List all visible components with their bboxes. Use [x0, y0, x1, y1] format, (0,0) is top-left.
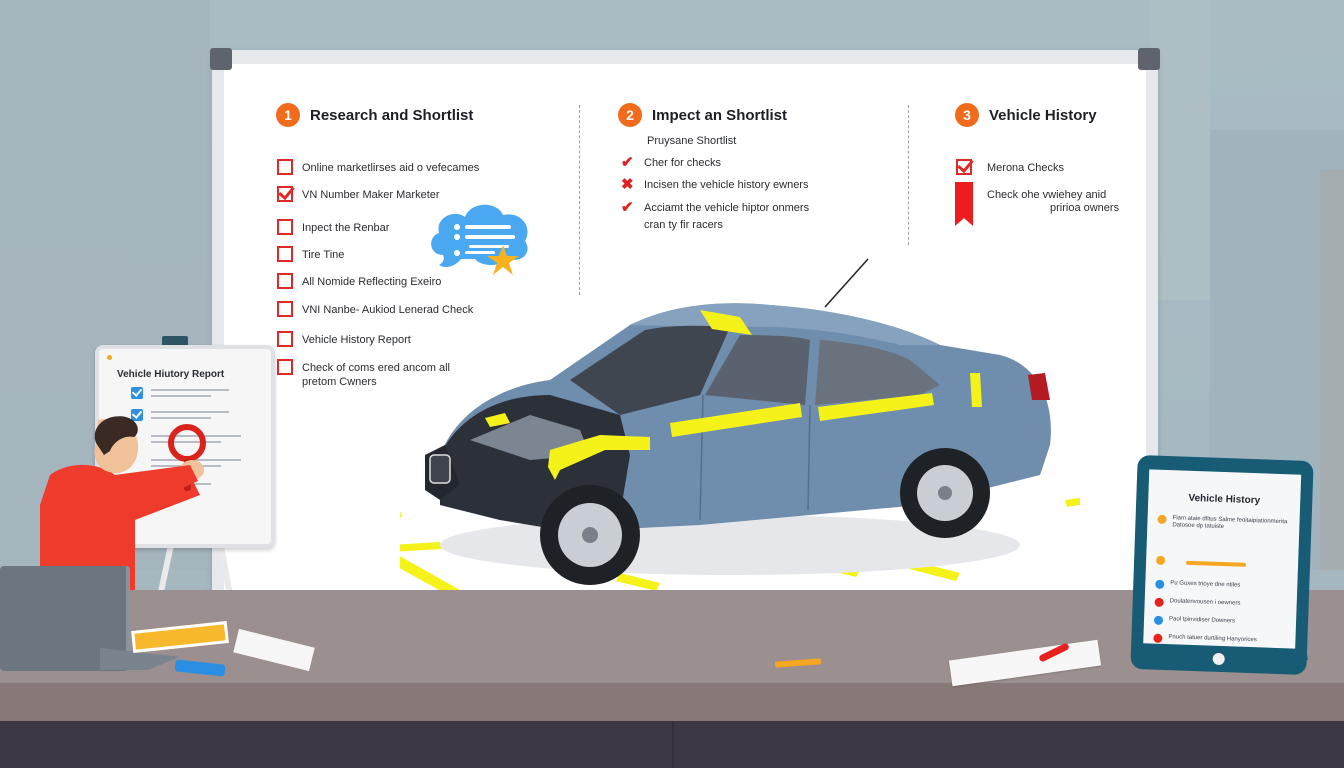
checkbox-empty-icon[interactable] [277, 246, 293, 262]
checklist-label: Inpect the Renbar [302, 222, 390, 234]
checklist-item[interactable]: Vehicle History Report [277, 331, 411, 347]
checklist-label: Vehicle History Report [302, 334, 411, 346]
tablet-item-text: Doulatenvousen i oewners [1169, 598, 1241, 607]
gear-icon [1157, 514, 1167, 525]
checklist-label: Tire Tine [302, 249, 345, 261]
checklist-label: cran ty fir racers [644, 219, 723, 231]
checkbox-empty-icon[interactable] [277, 301, 293, 317]
info-icon [1153, 615, 1164, 625]
checklist-item: ✔ Cher for checks [621, 154, 722, 171]
checklist-label: Cher for checks [644, 157, 722, 169]
section-title: Impect an Shortlist [652, 106, 788, 124]
checkbox-checked-icon [131, 409, 143, 421]
section-subtitle: Pruysane Shortlist [647, 135, 737, 147]
checklist-label: Acciamt the vehicle hiptor onmers [644, 202, 810, 214]
checkbox-empty-icon[interactable] [277, 219, 293, 235]
check-mark-icon: ✔ [621, 154, 634, 171]
tablet-list-item[interactable]: Doulatenvousen i oewners [1154, 597, 1285, 612]
checklist-item[interactable]: Tire Tine [277, 246, 345, 262]
info-icon [1155, 579, 1165, 589]
checklist-item[interactable]: VN Number Maker Marketer [277, 186, 440, 202]
checkbox-empty-icon[interactable] [277, 273, 293, 289]
tablet-list-item[interactable]: Fiam ataie dfitus Salme feoitaipiationme… [1157, 514, 1288, 534]
checklist-label: All Nomide Reflecting Exeiro [302, 276, 442, 288]
check-mark-icon: ✔ [621, 199, 634, 216]
tablet-list-item[interactable]: Paol tpinvidiser Downers [1153, 615, 1284, 630]
step-number-badge: 1 [276, 103, 300, 127]
tablet-item-text: Pnuch tatuer durtiling Hanyorices [1168, 634, 1257, 644]
checklist-label: Check of coms ered ancom all [302, 362, 450, 374]
checklist-item: ✔ Acciamt the vehicle hiptor onmers cran… [621, 199, 810, 232]
desk-edge [0, 683, 1344, 721]
step-number-badge: 3 [955, 103, 979, 127]
checklist-item[interactable]: VNI Nanbe- Aukiod Lenerad Check [277, 301, 474, 317]
desk-seam [672, 721, 674, 768]
section-research: 1 Research and Shortlist [276, 103, 473, 127]
checklist-item[interactable]: Merona Checks [956, 159, 1065, 175]
tablet-item-text: Paol tpinvidiser Downers [1168, 616, 1236, 625]
section-title: Research and Shortlist [310, 106, 474, 124]
tablet-item-text: Pu Guxes tnoye dne ntiles [1170, 580, 1241, 589]
checklist-item[interactable]: Check of coms ered ancom all pretom Cwne… [277, 359, 450, 389]
cross-mark-icon: ✖ [621, 176, 634, 193]
board-corner [1138, 48, 1160, 70]
checklist-item[interactable]: Inpect the Renbar [277, 219, 390, 235]
checkbox-empty-icon[interactable] [277, 331, 293, 347]
checkbox-checked-icon [131, 387, 143, 399]
checklist-label: VN Number Maker Marketer [302, 189, 440, 201]
flipchart-title: Vehicle Hiutory Report [117, 369, 225, 380]
tablet-list-item[interactable]: Pnuch tatuer durtiling Hanyorices [1153, 633, 1283, 648]
section-vehicle-history: 3 Vehicle History [955, 103, 1097, 127]
bookmark-ribbon-icon [955, 182, 973, 226]
checklist-item: ✖ Incisen the vehicle history ewners [621, 176, 809, 193]
checkbox-empty-icon[interactable] [277, 359, 293, 375]
checkbox-empty-icon[interactable] [277, 159, 293, 175]
section-divider [908, 105, 909, 245]
board-corner [210, 48, 232, 70]
checklist-label: pretom Cwners [302, 376, 377, 388]
checklist-item[interactable]: Online marketlirses aid o vefecames [277, 159, 480, 175]
tablet[interactable]: Vehicle History Fiam ataie dfitus Salme … [1130, 454, 1314, 676]
alert-icon [1153, 633, 1163, 643]
checklist-label: pririoa owners [1050, 202, 1120, 214]
alert-icon [1154, 597, 1164, 607]
checklist-label: VNI Nanbe- Aukiod Lenerad Check [302, 304, 474, 316]
section-divider [579, 105, 580, 295]
checklist-item[interactable]: All Nomide Reflecting Exeiro [277, 273, 442, 289]
section-title: Vehicle History [989, 106, 1097, 124]
checklist-label: Online marketlirses aid o vefecames [302, 162, 480, 174]
car-illustration [400, 258, 1080, 595]
wall-panel [1150, 0, 1210, 300]
checkbox-checked-icon[interactable] [956, 159, 972, 175]
checkbox-checked-icon[interactable] [277, 186, 293, 202]
tablet-list-item[interactable]: Pu Guxes tnoye dne ntiles [1155, 579, 1285, 594]
pin-icon [107, 355, 112, 360]
wall-panel [1320, 170, 1344, 570]
step-number-badge: 2 [618, 103, 642, 127]
tablet-screen[interactable]: Vehicle History Fiam ataie dfitus Salme … [1143, 469, 1302, 649]
speech-cloud-icon [431, 204, 528, 275]
section-inspect: 2 Impect an Shortlist [618, 103, 787, 127]
checklist-label: Incisen the vehicle history ewners [644, 179, 809, 191]
tablet-item-text: Fiam ataie dfitus Salme feoitaipiationme… [1172, 515, 1288, 531]
checklist-label: Merona Checks [987, 162, 1065, 174]
person-with-magnifier [40, 416, 206, 595]
warning-icon [1155, 555, 1166, 566]
tablet-title: Vehicle History [1188, 492, 1261, 507]
home-button[interactable] [1212, 652, 1225, 666]
checklist-label: Check ohe vwiehey anid [987, 189, 1107, 201]
